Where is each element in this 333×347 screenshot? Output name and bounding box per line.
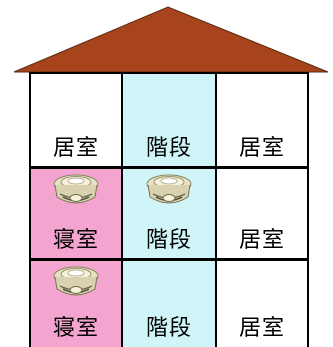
outer-wall-left — [29, 72, 31, 347]
room-label: 居室 — [238, 316, 285, 341]
room-label: 寝室 — [52, 316, 99, 341]
stair-wall-right — [215, 72, 217, 347]
roof — [13, 6, 329, 73]
room-floor2-right: 居室 — [216, 167, 308, 259]
room-label: 居室 — [238, 228, 285, 253]
smoke-detector-icon — [53, 266, 99, 296]
floor-divider-lower — [29, 258, 309, 261]
room-floor3-left: 居室 — [30, 73, 122, 167]
outer-wall-right — [307, 72, 309, 347]
room-label: 居室 — [238, 136, 285, 161]
room-floor3-right: 居室 — [216, 73, 308, 167]
room-floor2-bedroom: 寝室 — [30, 167, 122, 259]
room-floor2-stairs: 階段 — [122, 167, 216, 259]
room-label: 階段 — [145, 316, 192, 341]
room-label: 寝室 — [52, 228, 99, 253]
room-label: 階段 — [145, 136, 192, 161]
ceiling-top-floor — [29, 72, 309, 74]
stair-wall-left — [121, 72, 123, 347]
smoke-detector-icon — [53, 174, 99, 204]
room-label: 居室 — [52, 136, 99, 161]
room-label: 階段 — [145, 228, 192, 253]
smoke-detector-icon — [146, 174, 192, 204]
room-floor1-stairs: 階段 — [122, 259, 216, 347]
floor-divider-upper — [29, 166, 309, 169]
room-floor3-stairs: 階段 — [122, 73, 216, 167]
room-floor1-right: 居室 — [216, 259, 308, 347]
room-floor1-bedroom: 寝室 — [30, 259, 122, 347]
